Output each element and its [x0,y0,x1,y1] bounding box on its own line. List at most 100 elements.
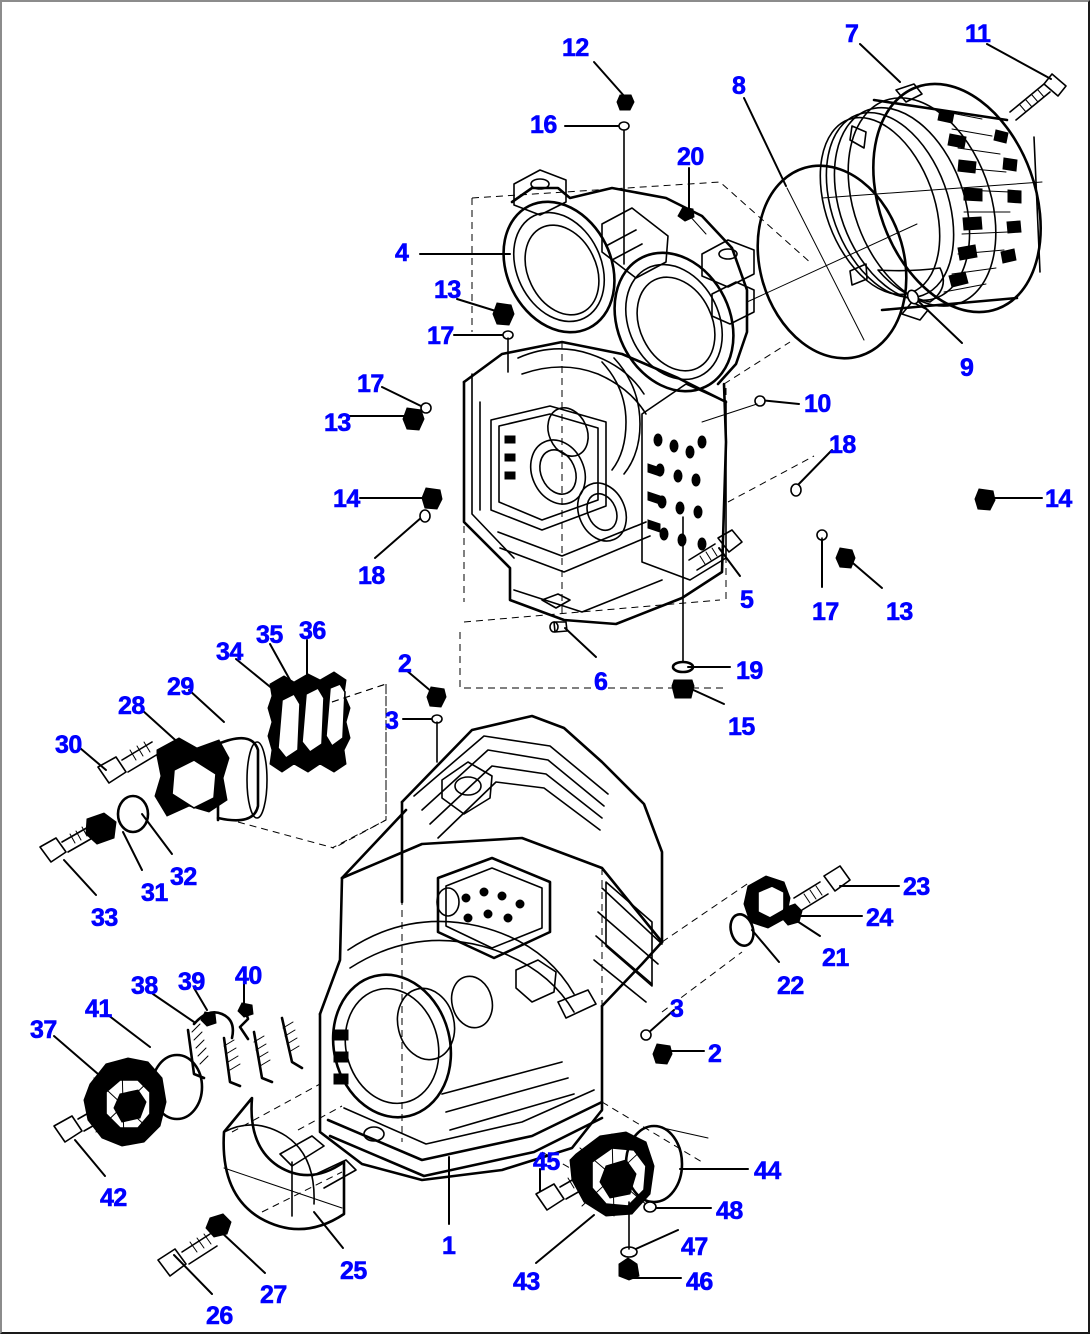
callout-24-35: 24 [866,904,894,932]
leader-line-37-42 [53,1035,99,1075]
leader-line-43-51 [535,1214,595,1264]
callout-18-13: 18 [829,431,857,459]
part-25-shield-group [157,1096,357,1277]
callout-23-34: 23 [903,873,931,901]
callout-42-45: 42 [100,1184,128,1212]
leader-line-18-16 [374,516,423,559]
part-11-bolt [1009,73,1067,121]
leader-line-12-0 [593,61,626,98]
callout-48-48: 48 [716,1197,744,1225]
callout-3-29: 3 [385,707,400,735]
callout-9-8: 9 [960,354,975,382]
callout-19-21: 19 [736,657,764,685]
callout-13-19: 13 [886,598,914,626]
leader-line-34-25 [235,658,275,691]
callout-13-12: 13 [324,409,352,437]
callout-5-17: 5 [740,586,755,614]
callout-11-2: 11 [965,20,992,48]
callout-2-28: 2 [398,650,413,678]
callout-32-31: 32 [170,863,198,891]
pump-gear-pack [267,671,351,773]
callout-6-20: 6 [594,668,609,696]
callout-40-39: 40 [235,962,263,990]
leader-line-39-38 [193,987,208,1011]
callout-17-10: 17 [357,370,385,398]
callout-1-52: 1 [442,1232,457,1260]
callout-47-49: 47 [681,1233,709,1261]
leader-line-35-24 [269,643,291,681]
callout-12-0: 12 [562,34,590,62]
callout-20-5: 20 [677,143,705,171]
part-7-torque-converter-ring [819,82,1043,321]
callout-8-4: 8 [732,72,747,100]
callout-22-37: 22 [777,972,805,1000]
leader-line-15-22 [688,687,725,705]
callout-36-23: 36 [299,617,327,645]
callout-17-9: 17 [427,322,455,350]
leader-line-2-28 [405,669,433,693]
callout-45-46: 45 [533,1148,561,1176]
leader-line-31-32 [122,831,143,871]
pump-cover-group [53,1002,304,1147]
callout-2-44: 2 [708,1040,723,1068]
leader-line-27-54 [219,1230,266,1274]
leader-line-10-11 [759,399,800,405]
callout-14-15: 14 [1045,485,1073,513]
leader-line-25-53 [313,1211,344,1249]
callout-17-18: 17 [812,598,840,626]
callout-28-27: 28 [118,692,146,720]
pump-assembly-group [39,671,387,863]
callout-30-30: 30 [55,731,83,759]
springs-group [186,1002,304,1088]
callout-46-50: 46 [686,1268,714,1296]
callout-37-42: 37 [30,1016,58,1044]
fasteners-main-case [426,686,673,1065]
part-9-pin [906,289,920,305]
end-cover-group [535,1124,709,1281]
callout-44-47: 44 [754,1157,782,1185]
callout-27-54: 27 [260,1281,288,1309]
callout-18-16: 18 [358,562,386,590]
leader-line-29-26 [188,689,225,723]
leader-line-30-30 [79,747,107,771]
part-43-end-cover [569,1131,655,1217]
leader-line-8-4 [743,97,787,187]
fasteners-upper [402,94,996,699]
leader-line-7-1 [859,43,901,83]
callout-14-14: 14 [333,485,361,513]
part-1-transmission-case [318,714,664,1182]
callout-25-53: 25 [340,1257,368,1285]
callout-13-7: 13 [434,276,462,304]
leader-line-17-10 [381,386,424,408]
projection-lines-upper [459,181,815,689]
callout-39-38: 39 [178,968,206,996]
leader-line-41-41 [107,1014,151,1048]
callout-29-26: 29 [167,673,195,701]
callout-34-25: 34 [216,638,244,666]
leader-line-47-49 [628,1229,679,1253]
leader-line-13-7 [456,298,500,313]
callout-4-6: 4 [395,239,410,267]
callout-31-32: 31 [141,879,169,907]
leader-line-22-37 [751,929,780,963]
leader-line-26-55 [173,1254,213,1295]
part-37-pump-cover [83,1057,167,1147]
callout-38-40: 38 [131,972,159,1000]
callout-16-3: 16 [530,111,558,139]
flange-cover-group [729,865,851,947]
callout-41-41: 41 [85,995,113,1023]
leader-line-3-43 [646,1009,675,1035]
callout-7-1: 7 [845,20,860,48]
part-4-converter-housing [462,169,755,626]
leader-line-11-2 [986,43,1052,80]
leader-line-42-45 [74,1139,106,1177]
callout-15-22: 15 [728,713,756,741]
leader-line-33-33 [63,859,97,896]
part-8-o-ring-seal [746,164,918,360]
leader-line-6-20 [564,627,597,658]
callout-33-33: 33 [91,904,119,932]
callout-10-11: 10 [804,390,832,418]
callout-26-55: 26 [206,1302,234,1330]
